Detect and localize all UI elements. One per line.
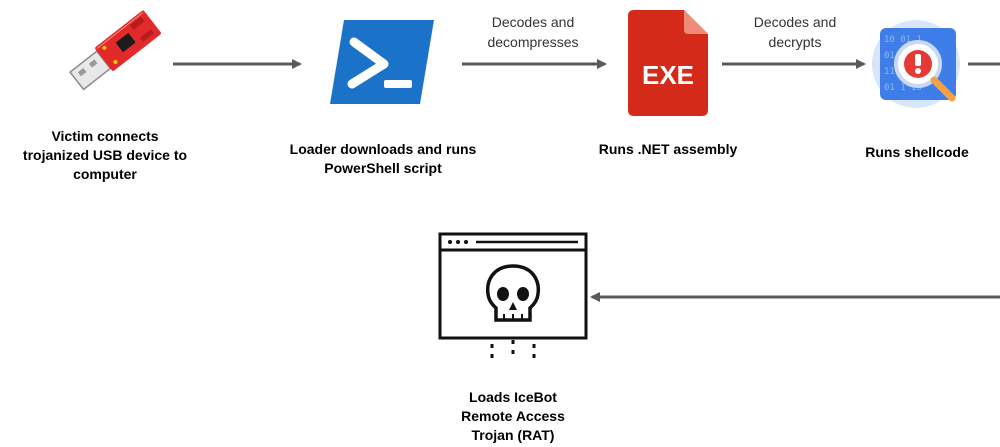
powershell-node-label: Loader downloads and runs PowerShell scr…: [289, 141, 477, 176]
usb-drive-icon: [68, 10, 161, 91]
shellcode-node-label: Runs shellcode: [865, 144, 969, 160]
icebot-node-label: Loads IceBot Remote Access Trojan (RAT): [461, 389, 565, 443]
skull-window-icon: [438, 232, 588, 358]
dotnet-node-label: Runs .NET assembly: [598, 141, 738, 157]
shellcode-bug-icon: 10 01 1 01 10 0 11 0 01 01 1 10: [872, 20, 960, 108]
svg-text:01 1 10: 01 1 10: [884, 83, 922, 93]
powershell-icon: [330, 20, 434, 104]
svg-text:10 01 1: 10 01 1: [884, 35, 922, 45]
edge-label-exe-to-shellcode: Decodes and decrypts: [753, 14, 837, 50]
exe-label-text: EXE: [641, 60, 695, 90]
usb-node-label: Victim connects trojanized USB device to…: [22, 128, 188, 182]
exe-file-icon: EXE: [628, 10, 708, 116]
edge-label-ps-to-exe: Decodes and decompresses: [487, 14, 579, 50]
